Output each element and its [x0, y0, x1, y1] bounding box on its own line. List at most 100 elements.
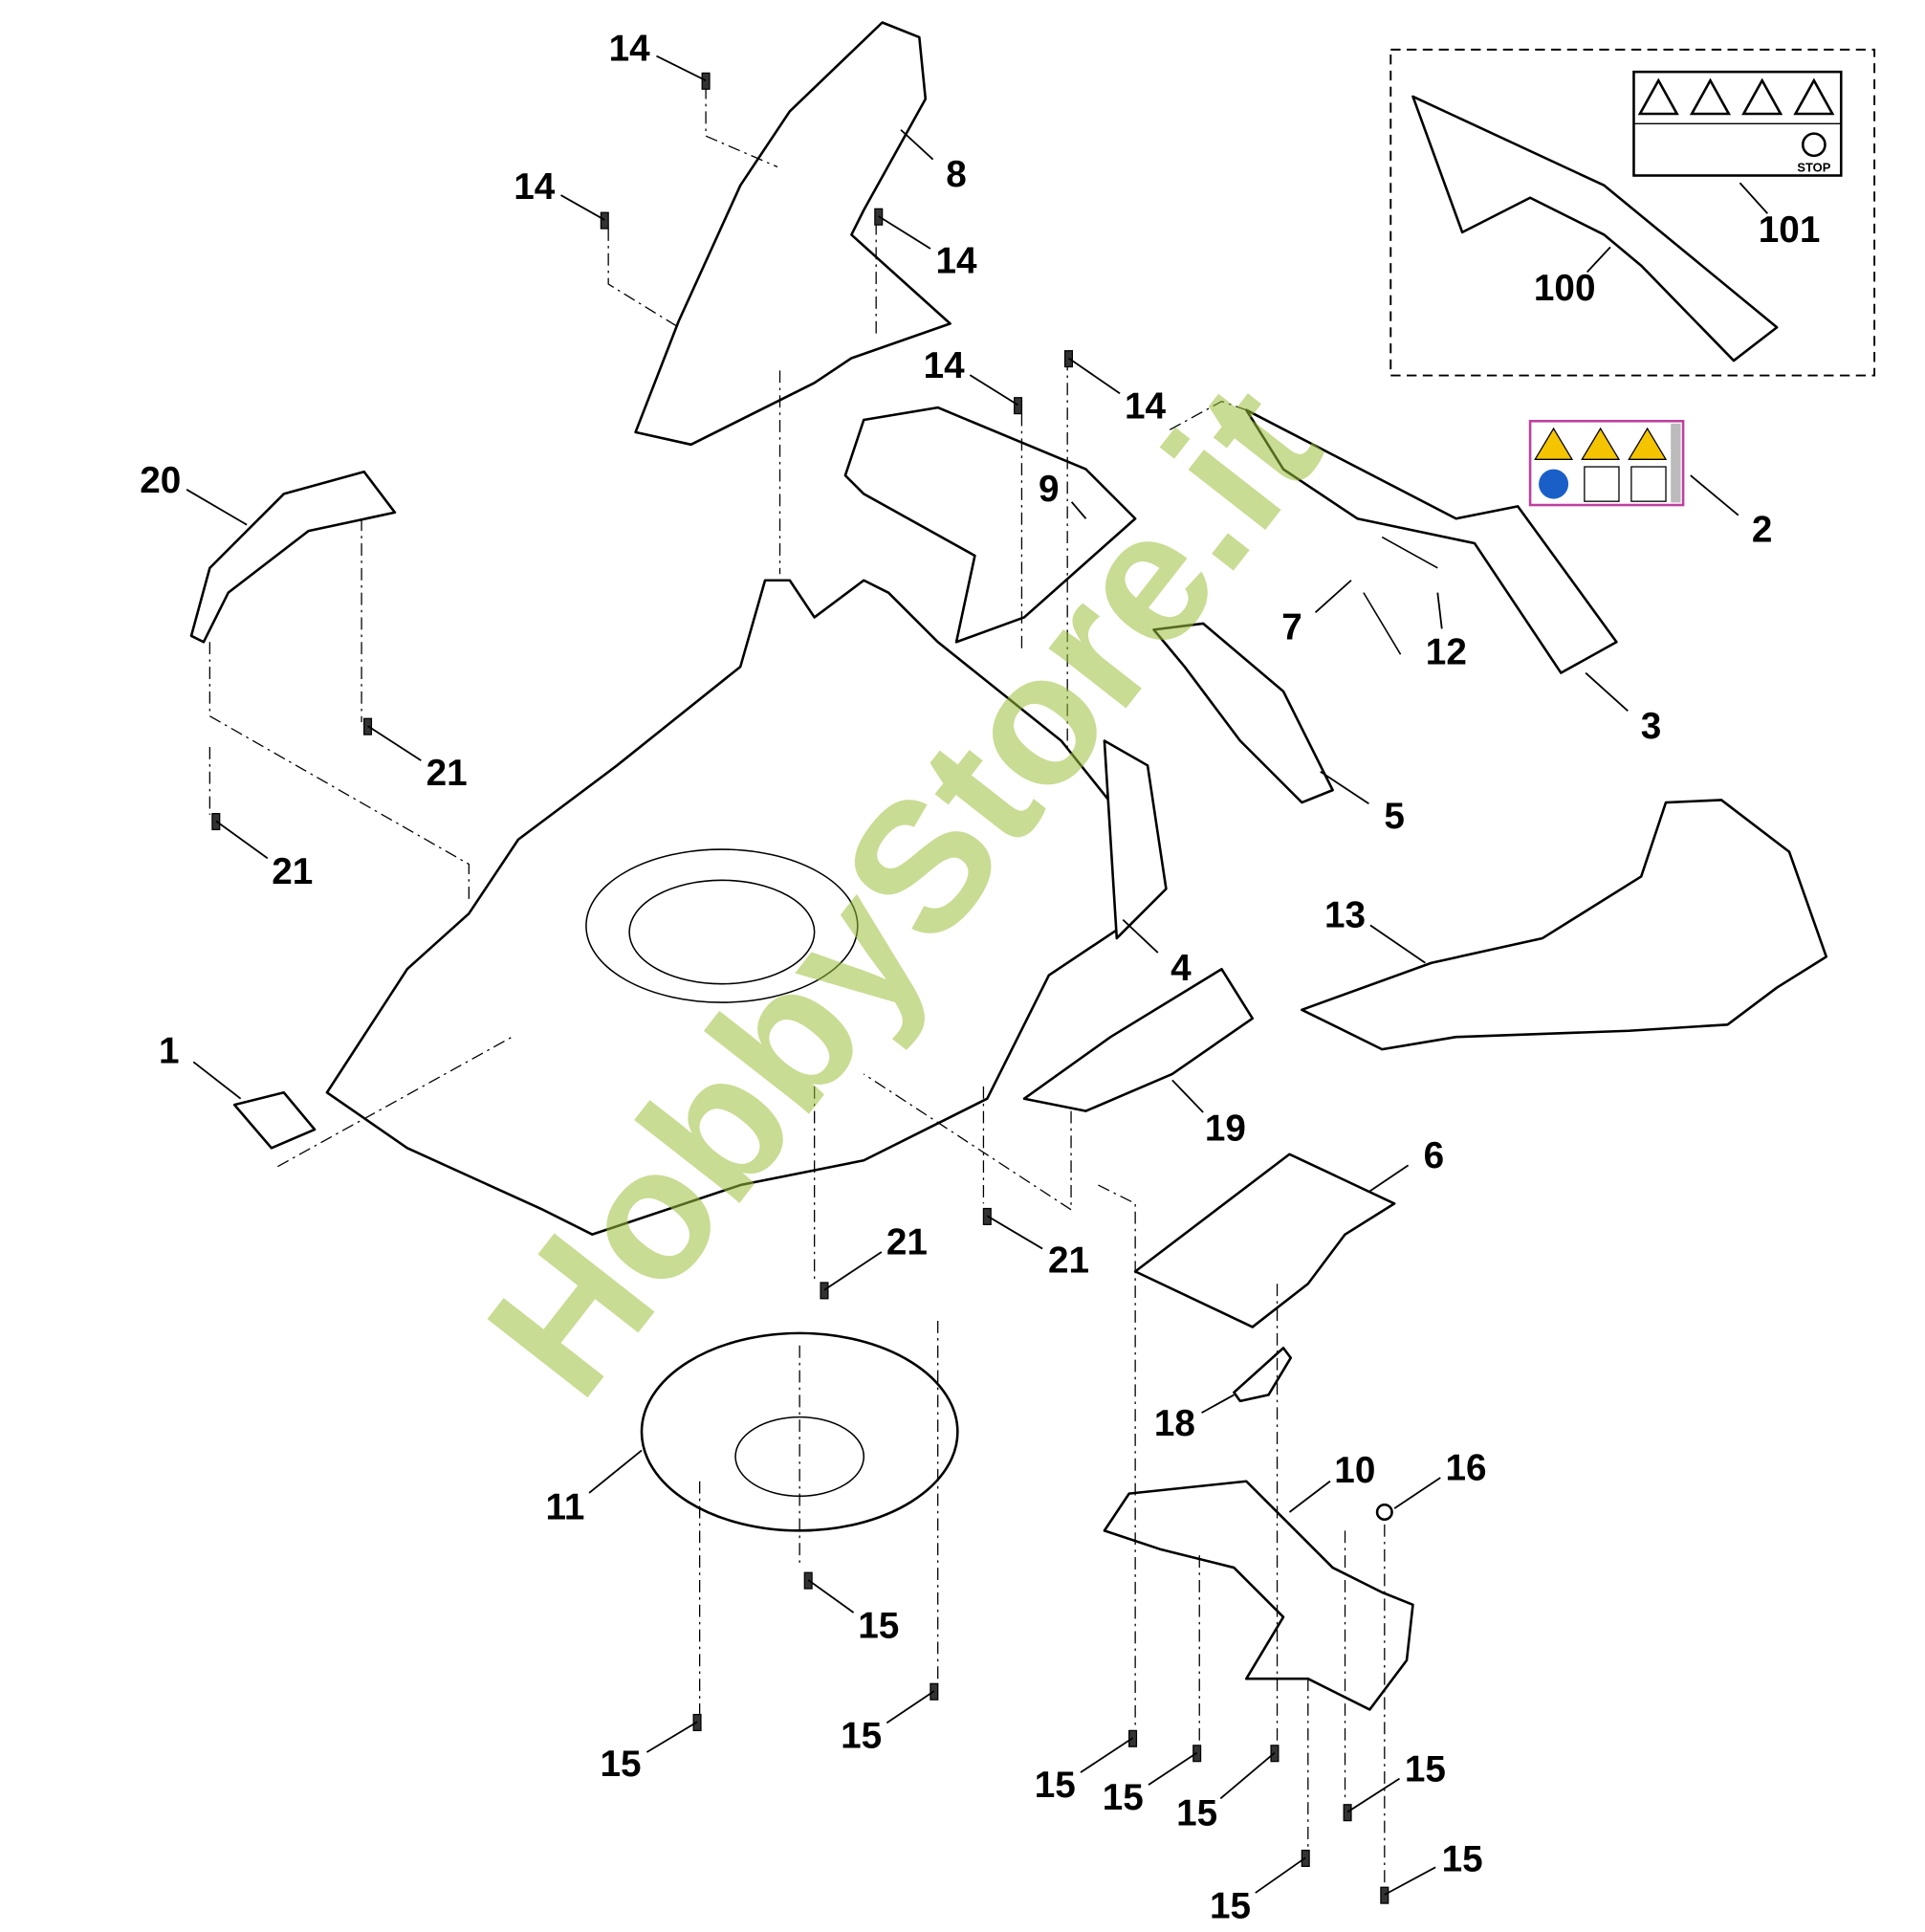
leader-line-11 — [588, 1449, 643, 1494]
leader-line-101 — [1739, 182, 1768, 214]
leader-line-14 — [656, 55, 707, 81]
leader-line-15 — [886, 1690, 935, 1724]
callout-21: 21 — [272, 851, 313, 892]
part-8-rear-shroud — [634, 21, 952, 447]
callout-15: 15 — [858, 1606, 899, 1647]
leader-line-100 — [1586, 246, 1611, 274]
part-18-clip — [1233, 1347, 1293, 1403]
callout-15: 15 — [1176, 1793, 1217, 1834]
callout-9: 9 — [1039, 469, 1060, 510]
leader-line-1 — [192, 1061, 242, 1100]
screw-15-icon — [1343, 1804, 1352, 1822]
leader-line-15 — [1148, 1751, 1198, 1786]
part-19-trim — [1022, 967, 1255, 1112]
leader-line-14 — [560, 194, 605, 221]
callout-21: 21 — [427, 753, 468, 794]
callout-15: 15 — [1035, 1765, 1076, 1806]
leader-line-15 — [645, 1721, 698, 1753]
callout-1: 1 — [159, 1030, 180, 1071]
callout-15: 15 — [601, 1744, 642, 1785]
leader-line-9 — [1070, 501, 1087, 519]
callout-14: 14 — [514, 166, 556, 208]
part-10-bracket — [1103, 1480, 1414, 1711]
callout-15: 15 — [1405, 1748, 1446, 1789]
callout-14: 14 — [924, 345, 966, 386]
callout-18: 18 — [1154, 1403, 1195, 1444]
callout-21: 21 — [886, 1221, 928, 1262]
leader-line-5 — [1320, 771, 1369, 804]
part-6-plate — [1133, 1153, 1396, 1328]
leader-line-8 — [900, 129, 934, 161]
part-2-warning-decal — [1528, 420, 1685, 507]
callout-11: 11 — [546, 1487, 585, 1528]
callout-12: 12 — [1426, 632, 1467, 673]
decal-stop-text: STOP — [1797, 161, 1830, 175]
leader-line-13 — [1369, 924, 1426, 964]
part-7-spring — [1363, 592, 1402, 655]
screw-14-icon — [1014, 397, 1023, 415]
callout-15: 15 — [1210, 1886, 1251, 1927]
part-1-label — [232, 1090, 317, 1150]
leader-line-21 — [823, 1251, 883, 1291]
leader-line-14 — [969, 374, 1019, 406]
callout-14: 14 — [1125, 386, 1167, 428]
leader-line-15 — [1384, 1866, 1436, 1896]
callout-5: 5 — [1384, 796, 1405, 837]
leader-line-15 — [1219, 1751, 1276, 1800]
screw-14-icon — [701, 72, 711, 90]
deck-motor-opening — [585, 848, 859, 1003]
part-13-grass-chute — [1301, 799, 1828, 1051]
leader-line-6 — [1368, 1164, 1410, 1193]
callout-10: 10 — [1334, 1450, 1375, 1491]
screw-14-icon — [600, 211, 609, 230]
callout-7: 7 — [1281, 607, 1302, 648]
callout-15: 15 — [841, 1715, 882, 1756]
callout-14: 14 — [609, 29, 651, 70]
part-5-flap — [1152, 622, 1334, 804]
callout-4: 4 — [1170, 948, 1192, 989]
leader-line-15 — [1346, 1777, 1400, 1813]
leader-line-15 — [1080, 1737, 1134, 1773]
leader-line-12 — [1436, 592, 1443, 629]
part-4-side-panel — [1103, 739, 1168, 940]
part-101-warning-decal: STOP — [1632, 70, 1843, 177]
leader-line-14 — [1067, 357, 1121, 395]
leader-line-15 — [1255, 1856, 1306, 1894]
leader-line-4 — [1122, 918, 1159, 954]
part-100-handle-cover — [1411, 95, 1779, 362]
callout-8: 8 — [946, 154, 967, 195]
callout-20: 20 — [140, 460, 181, 501]
leader-line-20 — [186, 489, 248, 526]
leader-line-21 — [986, 1215, 1043, 1250]
part-3-handle-cover — [1244, 408, 1618, 674]
callout-101: 101 — [1759, 209, 1821, 251]
callout-19: 19 — [1205, 1109, 1246, 1150]
callout-6: 6 — [1424, 1135, 1445, 1176]
leader-line-15 — [807, 1579, 855, 1614]
leader-line-18 — [1201, 1394, 1235, 1414]
callout-15: 15 — [1442, 1838, 1483, 1879]
part-9-cover — [843, 406, 1137, 644]
kit-inset-box — [1389, 48, 1876, 377]
leader-line-14 — [878, 215, 931, 250]
leader-line-19 — [1171, 1079, 1204, 1113]
leader-line-2 — [1690, 474, 1739, 516]
callout-16: 16 — [1445, 1447, 1486, 1488]
leader-line-16 — [1393, 1477, 1441, 1509]
callout-2: 2 — [1752, 510, 1773, 551]
callout-21: 21 — [1048, 1240, 1089, 1282]
leader-line-21 — [215, 820, 269, 860]
callout-14: 14 — [936, 240, 978, 281]
callout-15: 15 — [1103, 1777, 1144, 1818]
leader-line-3 — [1585, 671, 1629, 712]
leader-line-10 — [1288, 1480, 1331, 1513]
part-16-washer — [1375, 1503, 1393, 1522]
screw-15-icon — [1380, 1886, 1389, 1904]
callout-13: 13 — [1324, 894, 1366, 935]
part-deck-housing — [325, 579, 1162, 1236]
leader-line-21 — [367, 725, 422, 761]
leader-lines — [186, 55, 1768, 1896]
